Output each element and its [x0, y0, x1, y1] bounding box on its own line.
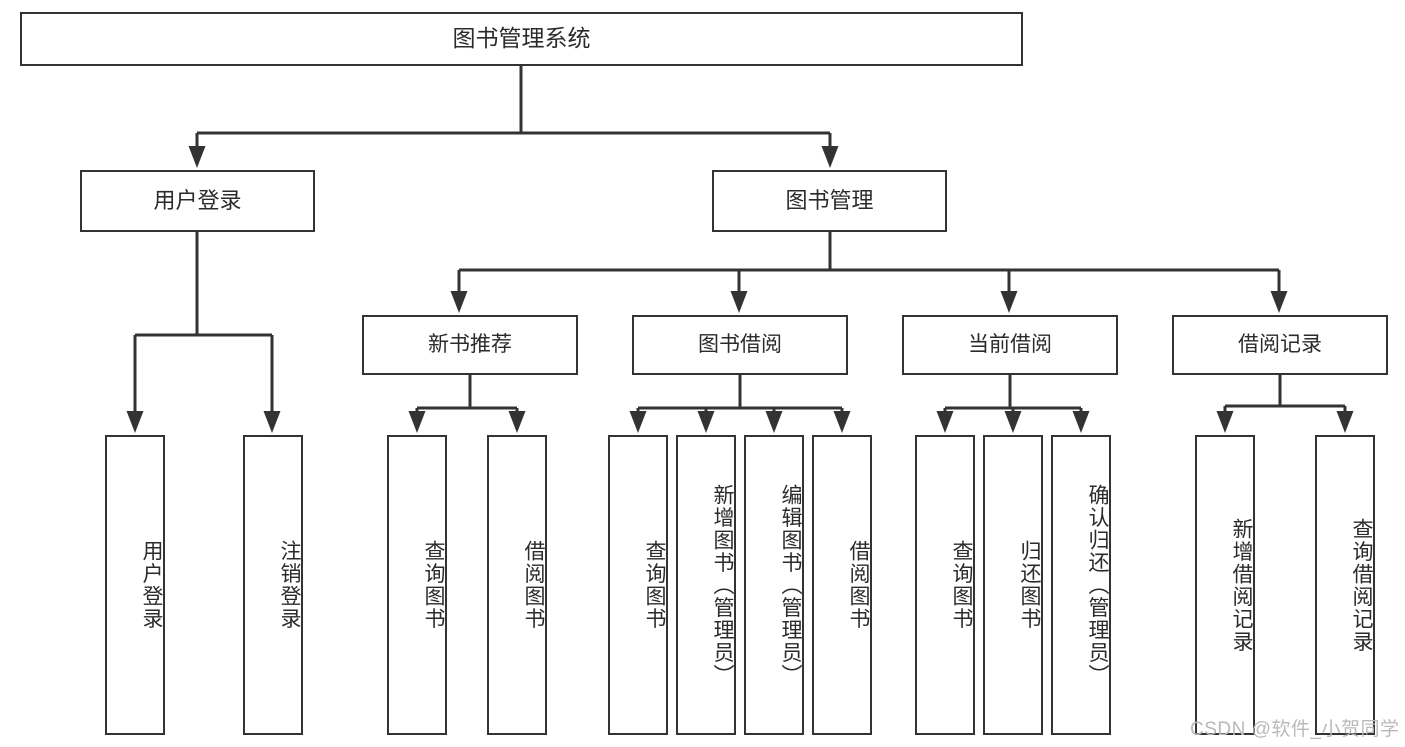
node-level2-user-login[interactable]: 用户登录: [80, 170, 315, 232]
node-label: 当前借阅: [968, 333, 1052, 357]
node-leaf-leaf-query-book-rec[interactable]: 查询图书: [387, 435, 447, 735]
node-label: 新增借阅记录: [1230, 517, 1253, 653]
node-label: 用户登录: [140, 540, 163, 630]
arrowhead-current-to-leaf1: [936, 411, 954, 433]
node-label: 新增图书（管理员）: [711, 483, 734, 687]
arrowhead-user-login-to-leaf2: [263, 411, 281, 433]
node-leaf-leaf-query-book-borrow[interactable]: 查询图书: [608, 435, 668, 735]
node-root-root[interactable]: 图书管理系统: [20, 12, 1023, 66]
arrowhead-borrow-to-leaf4: [833, 411, 851, 433]
arrowhead-borrow-to-leaf3: [765, 411, 783, 433]
node-leaf-leaf-query-borrow-record[interactable]: 查询借阅记录: [1315, 435, 1375, 735]
node-leaf-leaf-add-borrow-record[interactable]: 新增借阅记录: [1195, 435, 1255, 735]
arrowhead-borrow-to-leaf1: [629, 411, 647, 433]
node-label: 用户登录: [153, 187, 242, 213]
node-leaf-leaf-borrow-book[interactable]: 借阅图书: [812, 435, 872, 735]
arrowhead-current-to-leaf3: [1072, 411, 1090, 433]
node-level3-book-borrow[interactable]: 图书借阅: [632, 315, 848, 375]
arrowhead-book-manage-to-current: [1000, 291, 1018, 313]
arrowhead-record-to-leaf2: [1336, 411, 1354, 433]
arrowhead-book-manage-to-rec: [450, 291, 468, 313]
node-level2-book-manage[interactable]: 图书管理: [712, 170, 947, 232]
node-leaf-leaf-user-logout[interactable]: 注销登录: [243, 435, 303, 735]
arrowhead-record-to-leaf1: [1216, 411, 1234, 433]
node-label: 归还图书: [1018, 540, 1041, 630]
node-level3-current-borrow[interactable]: 当前借阅: [902, 315, 1118, 375]
node-leaf-leaf-confirm-return-admin[interactable]: 确认归还（管理员）: [1051, 435, 1111, 735]
node-leaf-leaf-query-book-current[interactable]: 查询图书: [915, 435, 975, 735]
arrowhead-root-to-book-manage: [821, 146, 839, 168]
arrowhead-rec-to-leaf1: [408, 411, 426, 433]
node-leaf-leaf-add-book-admin[interactable]: 新增图书（管理员）: [676, 435, 736, 735]
node-label: 查询图书: [950, 540, 973, 630]
arrowhead-user-login-to-leaf1: [126, 411, 144, 433]
csdn-watermark: CSDN @软件_小贺同学: [1190, 719, 1400, 740]
node-label: 编辑图书（管理员）: [779, 483, 802, 687]
node-label: 确认归还（管理员）: [1086, 483, 1109, 687]
node-label: 新书推荐: [428, 333, 512, 357]
node-leaf-leaf-return-book[interactable]: 归还图书: [983, 435, 1043, 735]
node-label: 图书管理: [785, 187, 874, 213]
node-leaf-leaf-user-login[interactable]: 用户登录: [105, 435, 165, 735]
arrowhead-rec-to-leaf2: [508, 411, 526, 433]
node-label: 图书管理系统: [452, 25, 591, 52]
arrowhead-root-to-user-login: [188, 146, 206, 168]
node-label: 借阅图书: [522, 540, 545, 630]
arrowhead-book-manage-to-record: [1270, 291, 1288, 313]
node-label: 查询图书: [422, 540, 445, 630]
arrowhead-borrow-to-leaf2: [697, 411, 715, 433]
arrowhead-current-to-leaf2: [1004, 411, 1022, 433]
node-level3-new-book-recommend[interactable]: 新书推荐: [362, 315, 578, 375]
node-label: 借阅图书: [847, 540, 870, 630]
node-level3-borrow-record[interactable]: 借阅记录: [1172, 315, 1388, 375]
node-label: 查询借阅记录: [1350, 517, 1373, 653]
node-label: 查询图书: [643, 540, 666, 630]
arrowhead-book-manage-to-borrow: [730, 291, 748, 313]
node-leaf-leaf-borrow-book-rec[interactable]: 借阅图书: [487, 435, 547, 735]
node-label: 图书借阅: [698, 333, 782, 357]
node-label: 借阅记录: [1238, 333, 1322, 357]
node-leaf-leaf-edit-book-admin[interactable]: 编辑图书（管理员）: [744, 435, 804, 735]
node-label: 注销登录: [278, 540, 301, 630]
